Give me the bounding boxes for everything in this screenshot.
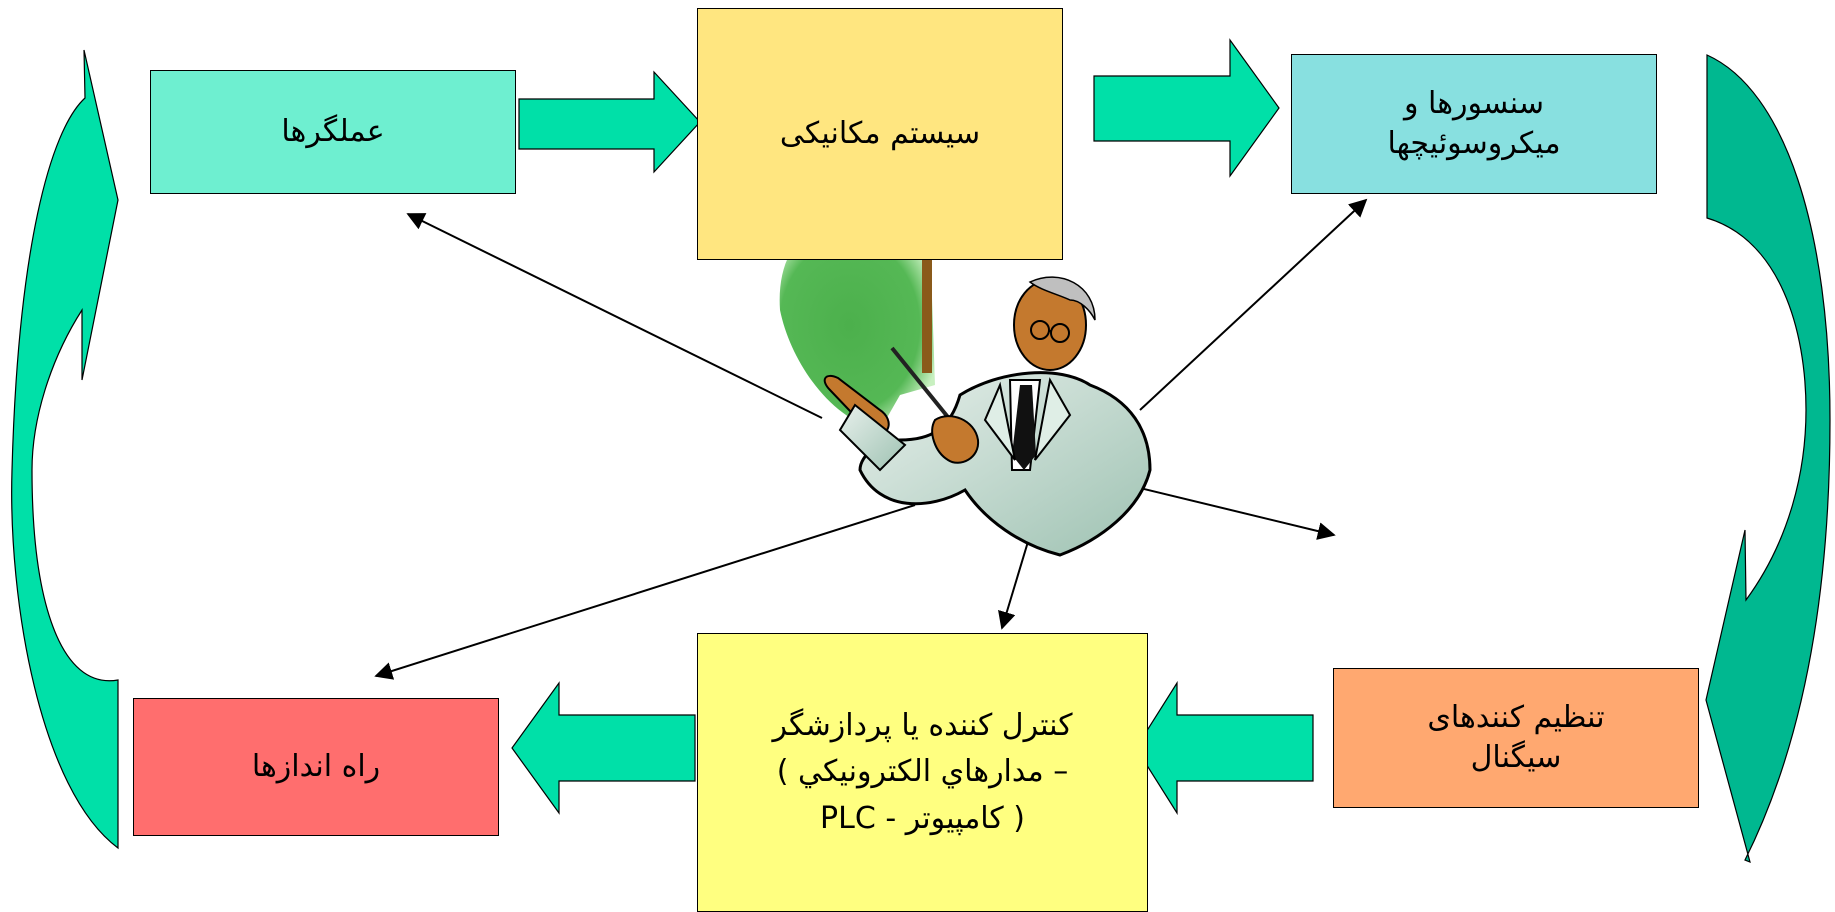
box-signal-conditioners: تنظیم کنندهای سیگنال [1333,668,1699,808]
box-controller-line1: کنترل کننده یا پردازشگر [772,707,1073,743]
presenter-pointing-at-board-icon [779,238,1152,557]
box-drivers-label: راه اندازها [251,748,381,784]
arrow-mechanical-to-sensors [1093,38,1280,178]
curved-arrow-right [1705,54,1831,864]
arrow-controller-to-drivers [511,681,696,815]
box-signal-line2: سیگنال [1470,740,1562,775]
box-controller-line2: ( مدارهاي الکترونيکي – [776,754,1069,790]
box-sensors-line2: میکروسوئیچها [1387,126,1561,161]
box-sensors: سنسورها و میکروسوئیچها [1291,54,1657,194]
pointer-arrow-to-controller [998,534,1031,630]
curved-arrow-left [11,49,119,850]
box-actuators-label: عملگرها [281,113,385,149]
flow-arrows [11,38,1831,864]
box-mechanical-label: سیستم مکانیکی [779,115,981,151]
pointer-arrow-to-sensors [1139,198,1368,411]
arrow-signal-to-controller [1135,680,1314,816]
pointer-arrow-to-right [1139,487,1336,540]
box-sensors-line1: سنسورها و [1404,85,1544,121]
box-actuators: عملگرها [150,70,516,194]
pointer-arrow-to-drivers [374,504,916,680]
box-signal-line1: تنظیم کنندهای [1427,699,1605,735]
box-drivers: راه اندازها [133,698,499,836]
box-controller: کنترل کننده یا پردازشگر ( مدارهاي الکترو… [697,633,1148,912]
arrow-actuators-to-mechanical [518,70,701,174]
pointer-arrow-to-actuators [406,213,823,419]
box-controller-line3: PLC - کامپیوتر ) [820,800,1025,836]
box-mechanical-system: سیستم مکانیکی [697,8,1063,260]
